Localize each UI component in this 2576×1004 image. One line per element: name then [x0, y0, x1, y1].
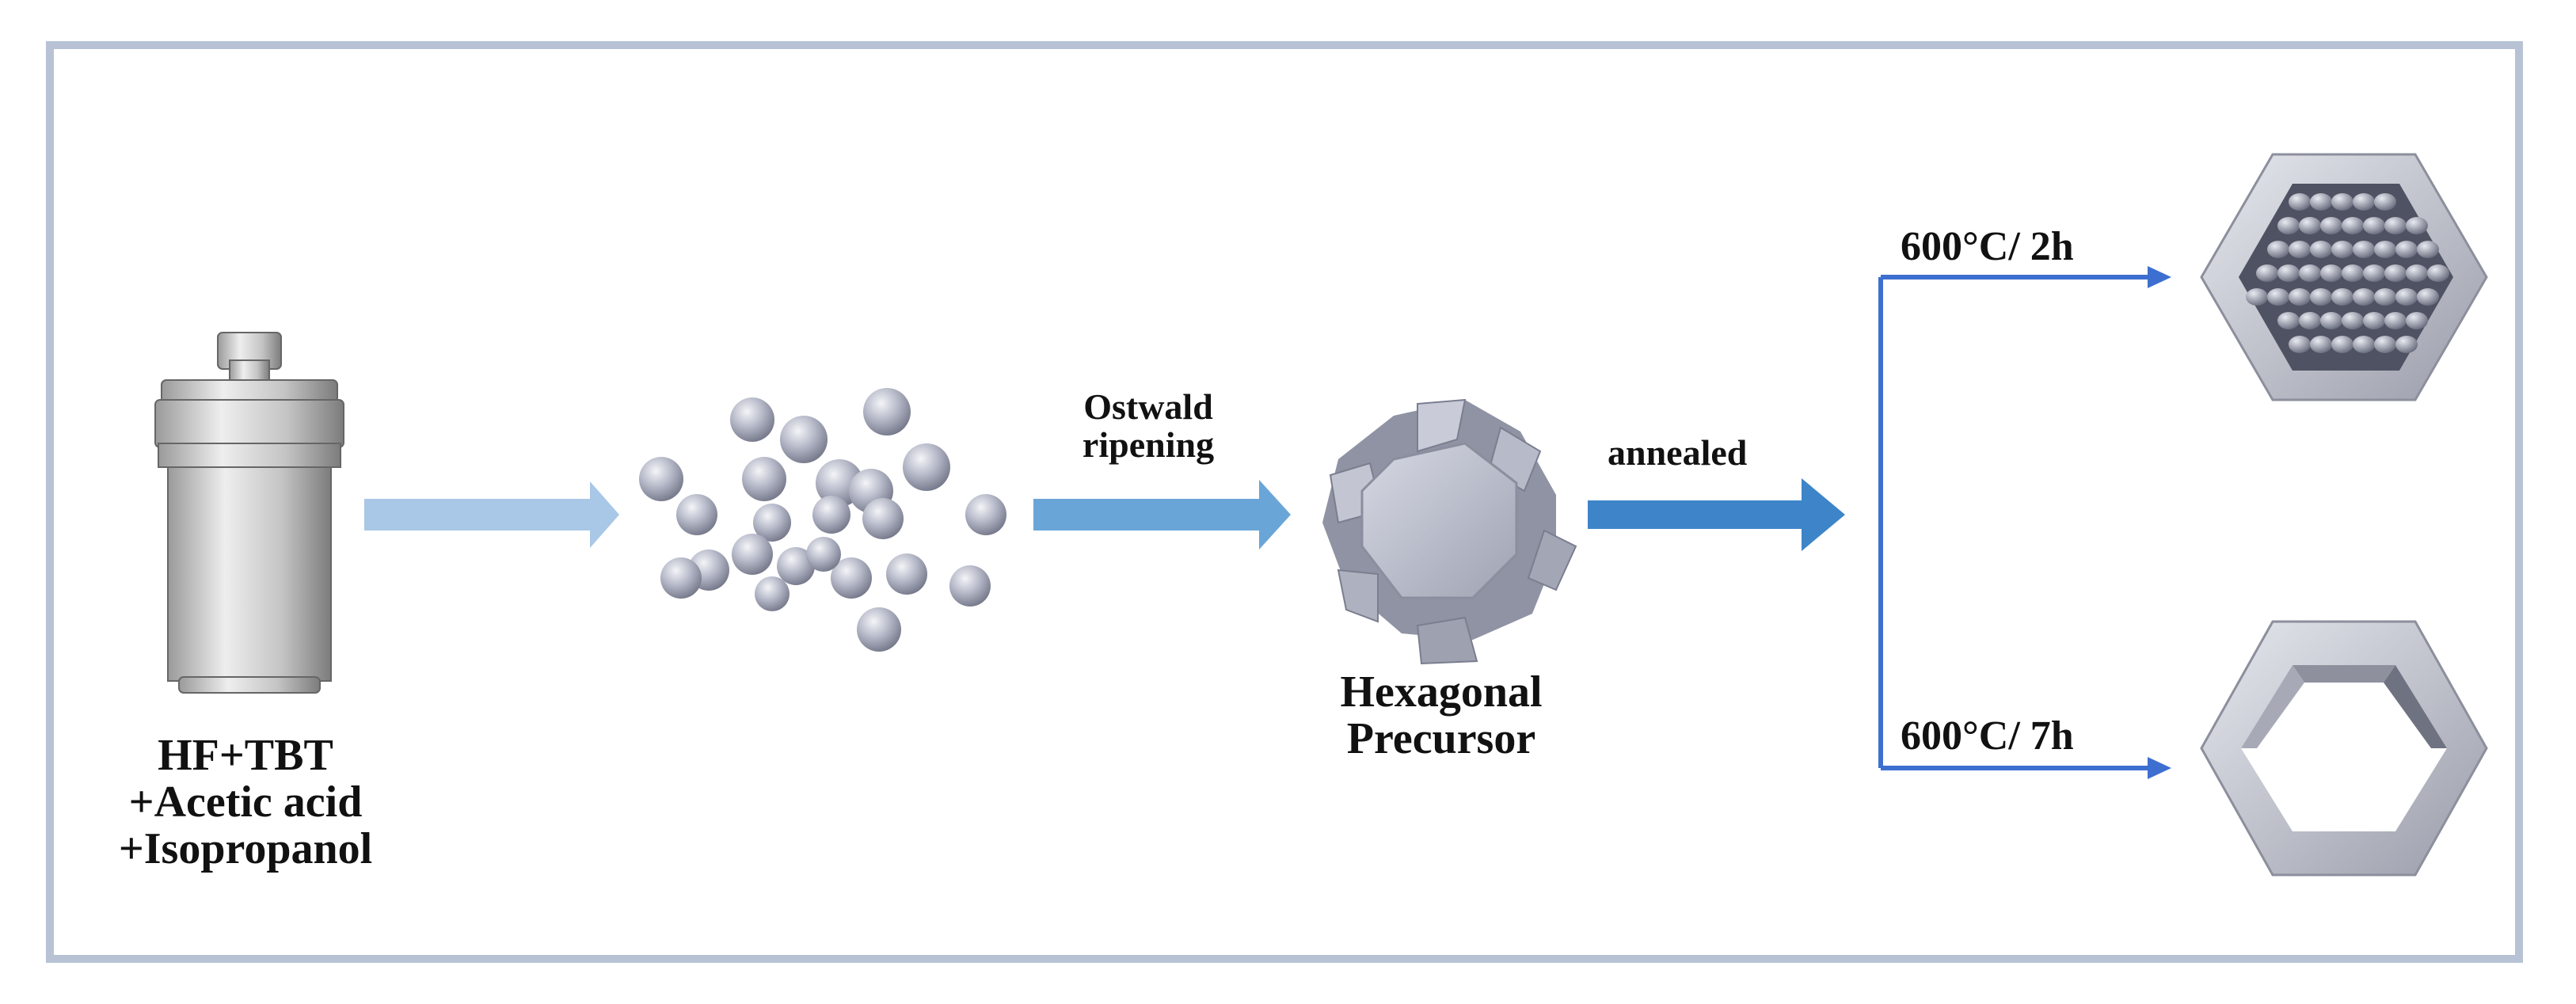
interior-particle: [2374, 288, 2396, 306]
interior-particle: [2331, 241, 2353, 258]
hollow-hexagon-empty-icon: [2200, 620, 2488, 877]
interior-particle: [2277, 264, 2300, 282]
interior-particle: [2277, 217, 2300, 234]
product1-line-1: Hexagonal: [1340, 667, 1543, 717]
interior-particle: [2384, 312, 2407, 329]
nanoparticle-sphere: [753, 504, 791, 542]
branch-top-label: 600°C/ 2h: [1901, 224, 2074, 269]
reagents-line-3: +Isopropanol: [118, 823, 373, 873]
interior-particle: [2277, 312, 2300, 329]
reagents-label: HF+TBT +Acetic acid +Isopropanol: [95, 732, 396, 872]
interior-particle: [2299, 264, 2321, 282]
nanoparticle-sphere: [831, 557, 872, 599]
reagents-line-1: HF+TBT: [158, 731, 333, 780]
nanoparticle-sphere: [755, 576, 790, 611]
branch-bottom-arrowhead: [2148, 757, 2171, 779]
step1-line-2: ripening: [1082, 424, 1215, 466]
interior-particle: [2310, 241, 2332, 258]
branch-top-arrowhead: [2148, 266, 2171, 288]
interior-particle: [2417, 241, 2439, 258]
interior-particle: [2310, 193, 2332, 211]
interior-particle: [2353, 336, 2375, 353]
interior-particle: [2384, 217, 2407, 234]
interior-particle: [2289, 336, 2311, 353]
product1-line-2: Precursor: [1346, 713, 1536, 763]
interior-particle: [2395, 288, 2418, 306]
interior-particle: [2331, 288, 2353, 306]
interior-particle: [2353, 241, 2375, 258]
interior-particle: [2363, 312, 2385, 329]
interior-particle: [2289, 193, 2311, 211]
arrow-1: [364, 481, 619, 548]
reagents-line-2: +Acetic acid: [128, 777, 363, 827]
interior-particle: [2353, 193, 2375, 211]
interior-particle: [2427, 264, 2449, 282]
nanoparticle-sphere: [886, 553, 927, 595]
autoclave-icon: [154, 332, 344, 694]
interior-particle: [2353, 288, 2375, 306]
arrow-2: [1033, 480, 1291, 550]
interior-particle: [2384, 264, 2407, 282]
nanoparticle-sphere: [676, 494, 717, 535]
nanoparticle-sphere: [777, 547, 815, 585]
nanoparticle-sphere: [732, 534, 773, 575]
interior-particle: [2310, 288, 2332, 306]
interior-particle: [2417, 288, 2439, 306]
interior-particle: [2406, 312, 2428, 329]
nanoparticle-sphere: [806, 537, 841, 572]
interior-particle: [2299, 312, 2321, 329]
interior-particle: [2395, 241, 2418, 258]
hexagonal-precursor-icon: [1322, 398, 1577, 665]
nanoparticle-sphere: [949, 565, 991, 607]
nanoparticle-cluster: [639, 388, 1006, 652]
interior-particle: [2310, 336, 2332, 353]
nanoparticle-sphere: [812, 496, 850, 534]
interior-particle: [2331, 193, 2353, 211]
interior-particle: [2395, 336, 2418, 353]
interior-particle: [2363, 217, 2385, 234]
interior-particle: [2320, 264, 2342, 282]
interior-particle: [2331, 336, 2353, 353]
interior-particle: [2406, 264, 2428, 282]
interior-particle: [2246, 288, 2268, 306]
interior-particle: [2320, 312, 2342, 329]
interior-particle: [2256, 264, 2278, 282]
nanoparticle-sphere: [965, 494, 1006, 535]
arrow-3: [1588, 478, 1845, 551]
interior-particle: [2342, 264, 2364, 282]
interior-particle: [2363, 264, 2385, 282]
interior-particle: [2299, 217, 2321, 234]
hexagonal-precursor-label: Hexagonal Precursor: [1287, 669, 1596, 763]
nanoparticle-sphere: [742, 457, 786, 501]
nanoparticle-sphere: [862, 498, 904, 539]
nanoparticle-sphere: [903, 443, 950, 491]
interior-particle: [2267, 288, 2289, 306]
interior-particle: [2342, 312, 2364, 329]
interior-particle: [2267, 241, 2289, 258]
nanoparticle-sphere: [863, 388, 911, 435]
nanoparticle-sphere: [660, 557, 702, 599]
branch-lines: [1878, 275, 2150, 770]
nanoparticle-sphere: [730, 397, 774, 442]
interior-particle: [2289, 241, 2311, 258]
interior-particle: [2320, 217, 2342, 234]
nanoparticle-sphere: [857, 607, 901, 652]
step1-line-1: Ostwald: [1083, 386, 1213, 427]
interior-particle: [2374, 336, 2396, 353]
interior-particle: [2374, 193, 2396, 211]
hollow-hexagon-filled-icon: [2200, 153, 2488, 401]
nanoparticle-sphere: [780, 416, 828, 463]
annealed-label: annealed: [1608, 432, 1748, 473]
interior-particle: [2406, 217, 2428, 234]
interior-particle: [2289, 288, 2311, 306]
nanoparticle-sphere: [639, 457, 683, 501]
ostwald-ripening-label: Ostwald ripening: [1053, 386, 1243, 466]
interior-particle: [2342, 217, 2364, 234]
interior-particle: [2374, 241, 2396, 258]
branch-bottom-label: 600°C/ 7h: [1901, 713, 2074, 759]
